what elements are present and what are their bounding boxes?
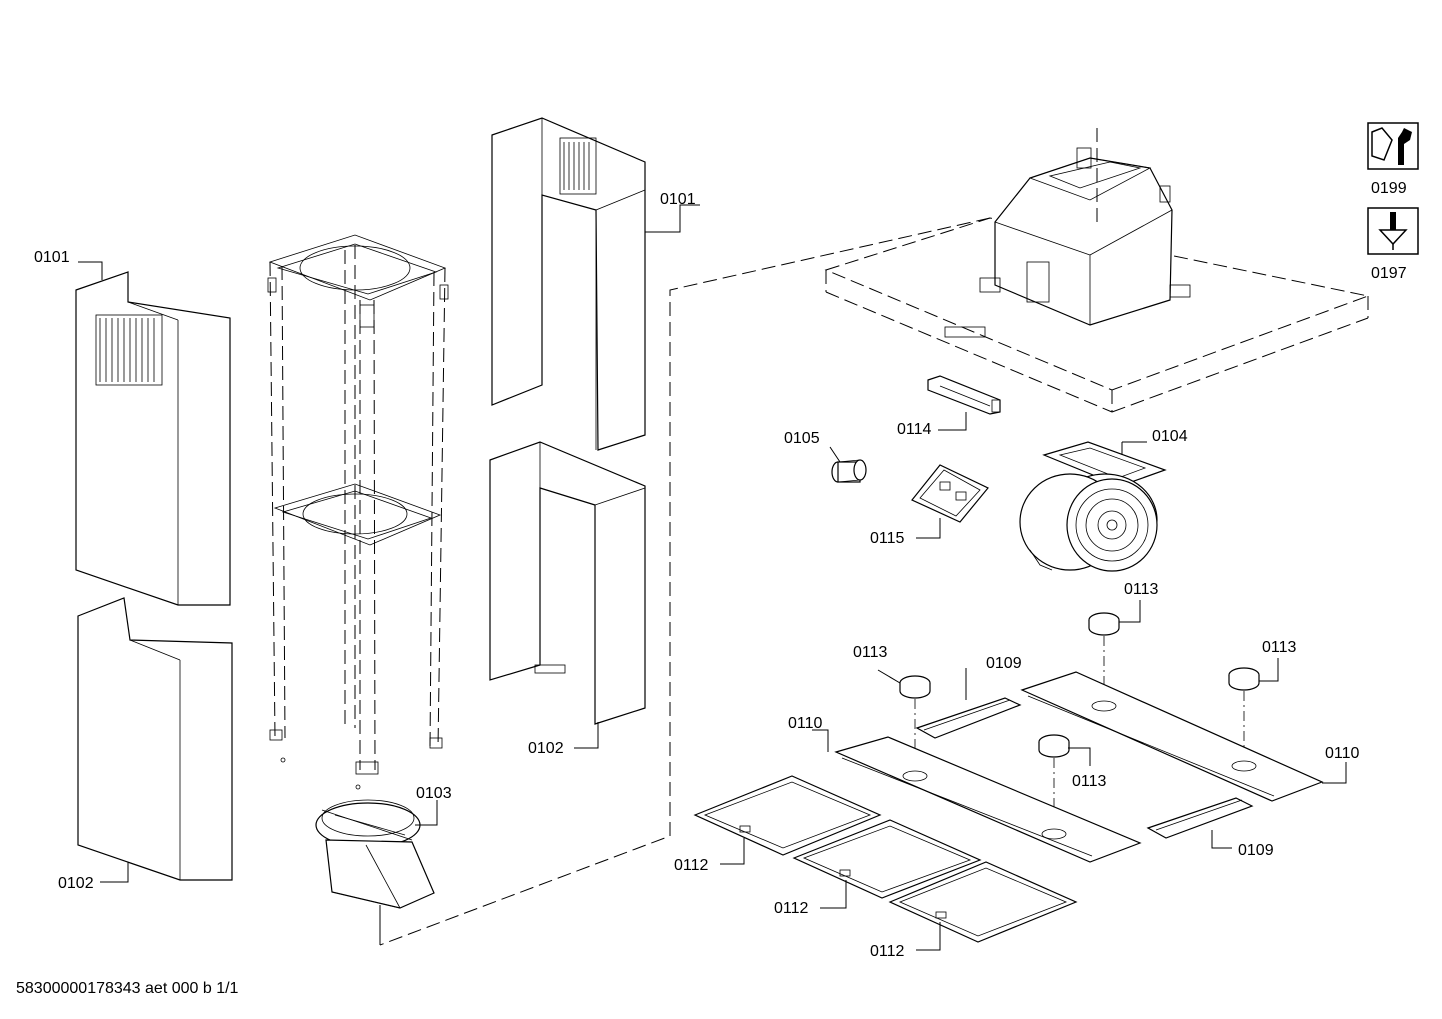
wrench-icon xyxy=(1367,122,1419,170)
cap-0113-a xyxy=(1088,612,1120,636)
label-0112-b: 0112 xyxy=(774,900,809,917)
label-0104: 0104 xyxy=(1152,428,1188,445)
electronic-module xyxy=(911,464,989,523)
chimney-cover-lower-right xyxy=(489,441,646,725)
label-0109-bottom: 0109 xyxy=(1238,842,1274,859)
label-0115: 0115 xyxy=(870,530,905,547)
document-code: 58300000178343 aet 000 b 1/1 xyxy=(16,980,239,997)
label-0112-a: 0112 xyxy=(674,857,709,874)
label-0199: 0199 xyxy=(1371,180,1407,197)
cap-0113-c xyxy=(1228,667,1260,691)
telescopic-frame xyxy=(267,234,449,790)
capacitor xyxy=(831,459,867,483)
panel-0110-left xyxy=(834,736,1142,863)
label-0113-d: 0113 xyxy=(1072,773,1107,790)
chimney-cover-upper-right xyxy=(491,117,646,451)
control-switch xyxy=(927,375,1001,415)
label-0102-left: 0102 xyxy=(58,875,94,892)
label-0113-c: 0113 xyxy=(1262,639,1297,656)
label-0101-right: 0101 xyxy=(660,191,696,208)
label-0109-top: 0109 xyxy=(986,655,1022,672)
chimney-cover-upper-left xyxy=(75,271,231,606)
panel-0110-right xyxy=(1020,671,1324,802)
screwdriver-icon xyxy=(1367,207,1419,255)
label-0110-left: 0110 xyxy=(788,715,823,732)
label-0110-right: 0110 xyxy=(1325,745,1360,762)
chimney-cover-lower-left xyxy=(77,597,233,881)
leader-lines xyxy=(78,204,1347,951)
grease-filter-a xyxy=(693,775,882,856)
label-0113-b: 0113 xyxy=(853,644,888,661)
grease-filter-c xyxy=(888,861,1078,943)
label-0103: 0103 xyxy=(416,785,452,802)
label-0105: 0105 xyxy=(784,430,820,447)
filter-strip-top xyxy=(915,697,1022,739)
air-adapter xyxy=(315,799,435,909)
label-0102-right: 0102 xyxy=(528,740,564,757)
blower-motor xyxy=(1019,441,1167,572)
label-0101-left: 0101 xyxy=(34,249,70,266)
cap-0113-b xyxy=(899,675,931,699)
hood-canopy xyxy=(824,147,1370,413)
label-0112-c: 0112 xyxy=(870,943,905,960)
label-0114: 0114 xyxy=(897,421,932,438)
cap-0113-d xyxy=(1038,734,1070,758)
filter-strip-bottom xyxy=(1146,797,1254,839)
grease-filter-b xyxy=(792,819,982,899)
label-0197: 0197 xyxy=(1371,265,1407,282)
label-0113-a: 0113 xyxy=(1124,581,1159,598)
